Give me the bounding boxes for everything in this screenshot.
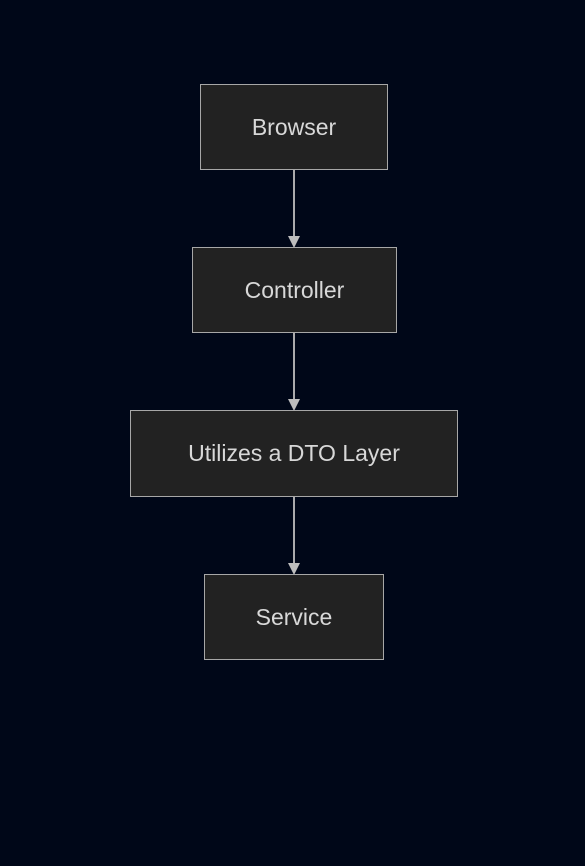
node-label-service: Service: [255, 603, 333, 630]
node-label-browser: Browser: [251, 113, 337, 140]
node-label-controller: Controller: [244, 276, 345, 303]
edge-controller-dto: [288, 333, 300, 411]
node-dto-layer: Utilizes a DTO Layer: [130, 410, 458, 497]
arrowhead-icon: [288, 399, 300, 411]
node-service: Service: [204, 574, 384, 660]
node-label-dto-layer: Utilizes a DTO Layer: [188, 440, 400, 466]
arrowhead-icon: [288, 236, 300, 248]
node-browser: Browser: [200, 84, 388, 170]
arrowhead-icon: [288, 563, 300, 575]
edge-dto-service: [288, 497, 300, 575]
node-controller: Controller: [192, 247, 397, 333]
edge-browser-controller: [288, 170, 300, 248]
